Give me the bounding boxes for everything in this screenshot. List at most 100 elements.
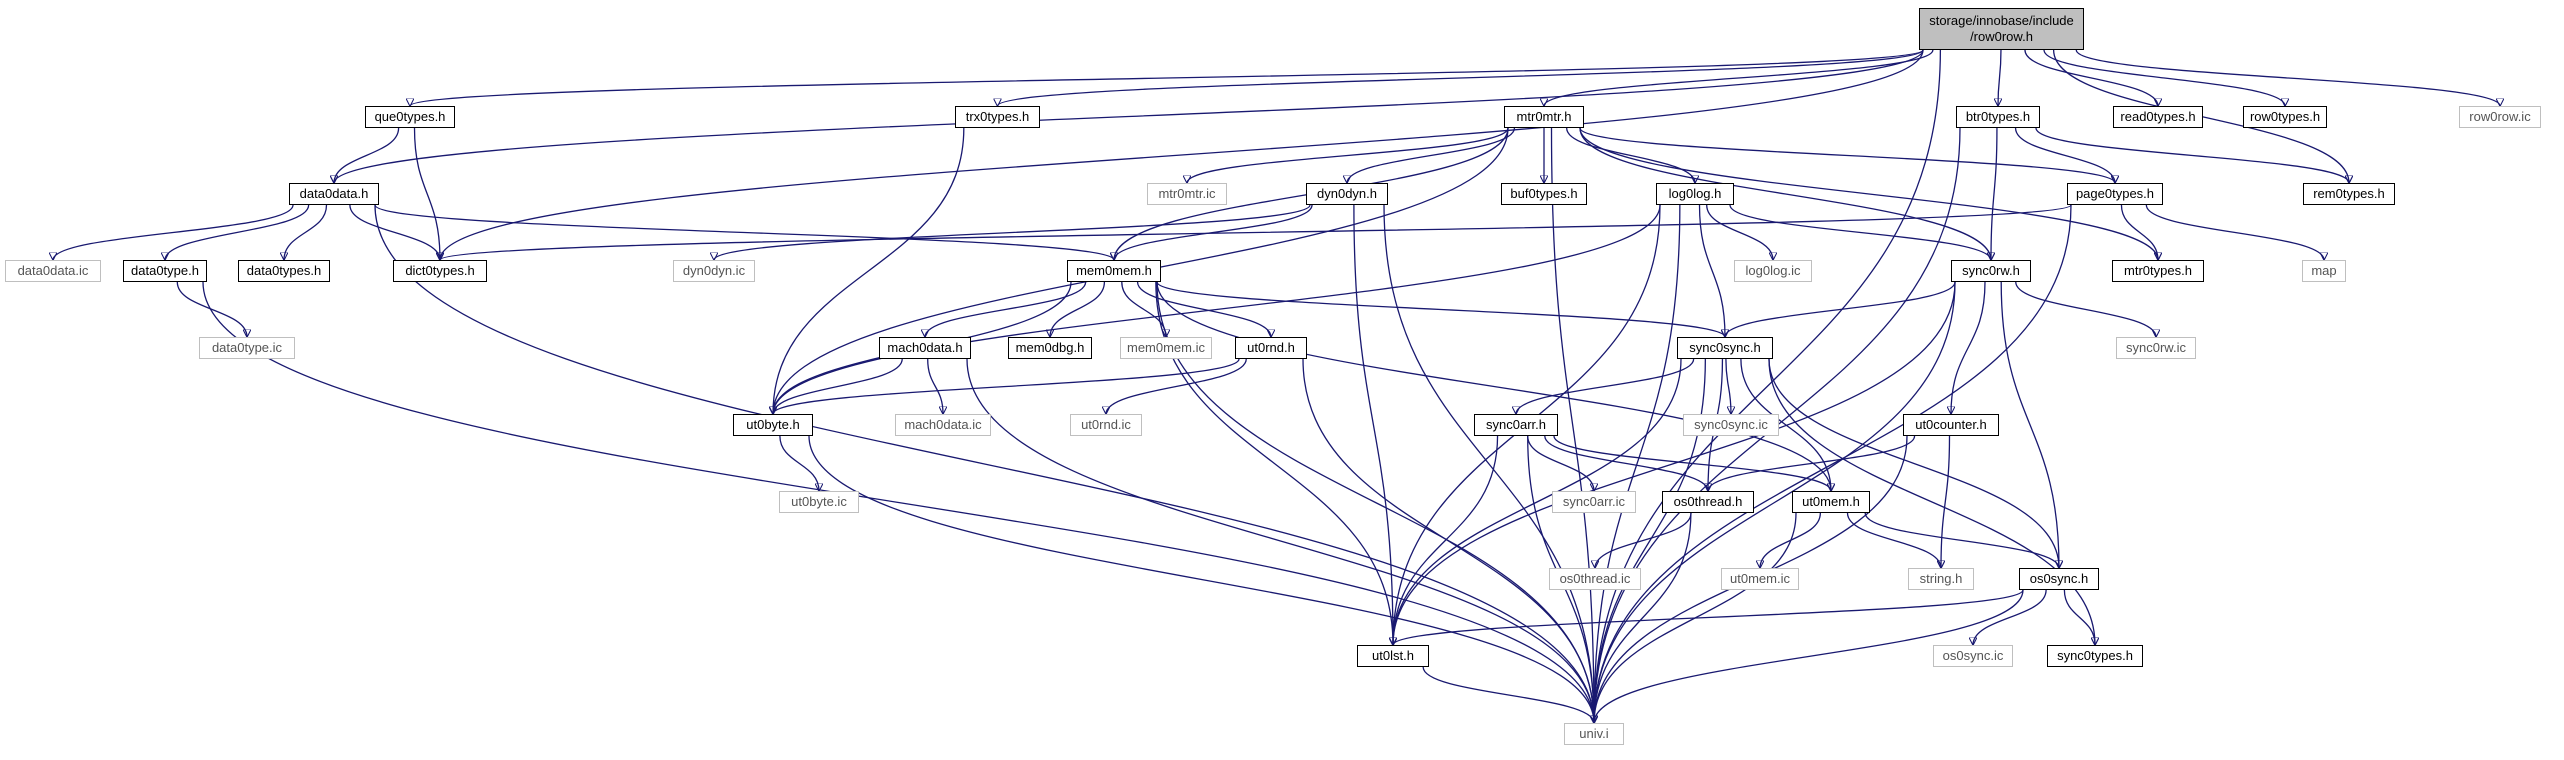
edge-ut0byte-h-to-ut0byte-ic — [779, 435, 819, 491]
edge-mach0data-h-to-ut0byte-h — [773, 358, 903, 414]
node-univ-i: univ.i — [1564, 723, 1624, 745]
node-mem0dbg-h[interactable]: mem0dbg.h — [1008, 337, 1092, 359]
node-ut0byte-h[interactable]: ut0byte.h — [733, 414, 813, 436]
edge-btr0types-h-to-rem0types-h — [2035, 127, 2349, 183]
node-row0row-h[interactable]: storage/innobase/include /row0row.h — [1919, 8, 2084, 50]
edge-mtr0mtr-h-to-univ-i — [1550, 127, 1595, 723]
edge-os0sync-h-to-os0sync-ic — [1973, 589, 2047, 645]
edge-ut0lst-h-to-univ-i — [1422, 666, 1594, 723]
edge-sync0sync-h-to-ut0lst-h — [1393, 358, 1682, 645]
edge-mtr0mtr-h-to-page0types-h — [1579, 127, 2115, 184]
edge-row0row-h-to-que0types-h — [410, 49, 1924, 106]
node-row0row-ic: row0row.ic — [2459, 106, 2541, 128]
edge-log0log-h-to-sync0sync-h — [1698, 204, 1726, 337]
node-mtr0types-h[interactable]: mtr0types.h — [2112, 260, 2204, 282]
node-sync0sync-ic: sync0sync.ic — [1683, 414, 1779, 436]
node-sync0types-h[interactable]: sync0types.h — [2047, 645, 2143, 667]
edge-mem0mem-h-to-mem0dbg-h — [1050, 281, 1106, 337]
node-log0log-h[interactable]: log0log.h — [1656, 183, 1734, 205]
edge-row0row-h-to-data0data-h — [334, 49, 1924, 183]
edge-sync0sync-h-to-sync0sync-ic — [1725, 358, 1731, 414]
node-dict0types-h[interactable]: dict0types.h — [393, 260, 487, 282]
node-sync0arr-h[interactable]: sync0arr.h — [1474, 414, 1558, 436]
edge-row0row-h-to-btr0types-h — [1998, 49, 2001, 106]
edge-mtr0mtr-h-to-sync0rw-h — [1579, 127, 1991, 260]
node-sync0rw-ic: sync0rw.ic — [2116, 337, 2196, 359]
edge-log0log-h-to-univ-i — [1594, 204, 1681, 723]
node-ut0rnd-ic: ut0rnd.ic — [1070, 414, 1142, 436]
edge-ut0rnd-h-to-ut0byte-h — [773, 358, 1240, 414]
edge-log0log-h-to-log0log-ic — [1706, 204, 1773, 260]
edge-mach0data-h-to-univ-i — [966, 358, 1594, 723]
edge-log0log-h-to-ut0byte-h — [773, 204, 1661, 414]
node-mach0data-ic: mach0data.ic — [895, 414, 991, 436]
node-ut0byte-ic: ut0byte.ic — [779, 491, 859, 513]
node-data0types-h[interactable]: data0types.h — [238, 260, 330, 282]
edge-mtr0mtr-h-to-mtr0mtr-ic — [1187, 127, 1509, 183]
node-os0sync-ic: os0sync.ic — [1933, 645, 2013, 667]
edge-sync0rw-h-to-os0sync-h — [2000, 281, 2059, 568]
node-trx0types-h[interactable]: trx0types.h — [955, 106, 1040, 128]
edge-dyn0dyn-h-to-univ-i — [1383, 204, 1594, 723]
node-sync0arr-ic: sync0arr.ic — [1552, 491, 1636, 513]
edge-ut0rnd-h-to-univ-i — [1302, 358, 1594, 723]
edge-page0types-h-to-mtr0types-h — [2120, 204, 2158, 260]
node-data0data-h[interactable]: data0data.h — [289, 183, 379, 205]
edge-ut0counter-h-to-os0thread-h — [1708, 435, 1916, 491]
edge-data0data-h-to-data0types-h — [284, 204, 328, 260]
edge-os0sync-h-to-univ-i — [1594, 589, 2024, 723]
node-ut0mem-h[interactable]: ut0mem.h — [1792, 491, 1870, 513]
node-data0type-h[interactable]: data0type.h — [123, 260, 207, 282]
node-row0types-h[interactable]: row0types.h — [2243, 106, 2327, 128]
edge-data0data-h-to-data0type-h — [165, 204, 310, 260]
edge-row0row-h-to-univ-i — [1594, 49, 1942, 723]
edge-que0types-h-to-data0data-h — [334, 127, 400, 183]
edge-sync0rw-h-to-ut0lst-h — [1393, 281, 1956, 645]
node-read0types-h[interactable]: read0types.h — [2113, 106, 2203, 128]
edge-sync0arr-h-to-ut0lst-h — [1393, 435, 1499, 645]
node-ut0rnd-h[interactable]: ut0rnd.h — [1235, 337, 1307, 359]
node-mtr0mtr-h[interactable]: mtr0mtr.h — [1504, 106, 1584, 128]
edge-os0sync-h-to-ut0lst-h — [1393, 589, 2024, 646]
edge-page0types-h-to-map — [2145, 204, 2324, 260]
node-ut0counter-h[interactable]: ut0counter.h — [1903, 414, 1999, 436]
node-ut0lst-h[interactable]: ut0lst.h — [1357, 645, 1429, 667]
node-rem0types-h[interactable]: rem0types.h — [2303, 183, 2395, 205]
edge-sync0arr-h-to-sync0arr-ic — [1527, 435, 1594, 491]
node-mach0data-h[interactable]: mach0data.h — [879, 337, 971, 359]
node-buf0types-h[interactable]: buf0types.h — [1501, 183, 1587, 205]
node-os0thread-h[interactable]: os0thread.h — [1662, 491, 1754, 513]
node-page0types-h[interactable]: page0types.h — [2067, 183, 2163, 205]
edge-sync0rw-h-to-ut0counter-h — [1951, 281, 1986, 414]
edge-data0type-h-to-data0type-ic — [176, 281, 247, 337]
edge-trx0types-h-to-ut0byte-h — [773, 127, 965, 414]
edge-dyn0dyn-h-to-ut0lst-h — [1353, 204, 1393, 645]
node-mtr0mtr-ic: mtr0mtr.ic — [1147, 183, 1227, 205]
edge-data0data-h-to-mem0mem-h — [374, 204, 1114, 261]
edge-data0data-h-to-univ-i — [374, 204, 1594, 723]
edge-row0row-h-to-row0types-h — [2043, 49, 2285, 106]
node-os0sync-h[interactable]: os0sync.h — [2019, 568, 2099, 590]
edge-row0row-h-to-trx0types-h — [998, 49, 1924, 107]
node-mem0mem-h[interactable]: mem0mem.h — [1067, 260, 1161, 282]
edge-os0sync-h-to-sync0types-h — [2063, 589, 2095, 645]
node-sync0sync-h[interactable]: sync0sync.h — [1677, 337, 1773, 359]
edge-row0row-h-to-dict0types-h — [440, 49, 1924, 260]
node-sync0rw-h[interactable]: sync0rw.h — [1951, 260, 2031, 282]
edge-sync0rw-h-to-sync0sync-h — [1725, 281, 1956, 337]
node-que0types-h[interactable]: que0types.h — [365, 106, 455, 128]
edge-mem0mem-h-to-ut0rnd-h — [1136, 281, 1271, 337]
edge-mtr0mtr-h-to-log0log-h — [1566, 127, 1695, 183]
edge-btr0types-h-to-sync0rw-h — [1991, 127, 1998, 260]
edge-os0thread-h-to-univ-i — [1594, 512, 1692, 723]
node-os0thread-ic: os0thread.ic — [1549, 568, 1641, 590]
edge-sync0arr-h-to-ut0mem-h — [1553, 435, 1831, 491]
node-data0type-ic: data0type.ic — [199, 337, 295, 359]
edge-btr0types-h-to-page0types-h — [2014, 127, 2115, 183]
edge-mach0data-h-to-mach0data-ic — [927, 358, 943, 414]
node-btr0types-h[interactable]: btr0types.h — [1956, 106, 2040, 128]
edge-data0data-h-to-data0data-ic — [53, 204, 294, 260]
node-dyn0dyn-h[interactable]: dyn0dyn.h — [1306, 183, 1388, 205]
node-map: map — [2302, 260, 2346, 282]
